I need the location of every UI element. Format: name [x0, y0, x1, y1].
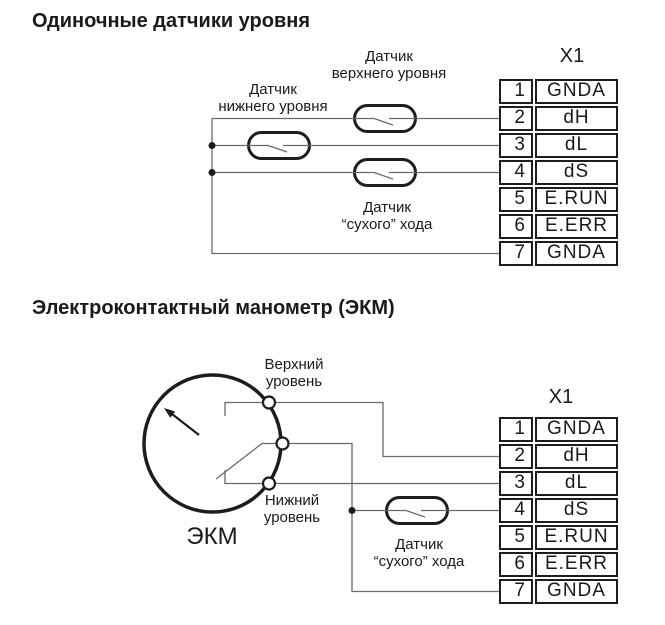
terminal-block-x1-top: 1 GNDA 2 dH 3 dL 4 dS 5 E.RUN 6 E.ERR 7 …	[499, 79, 618, 268]
manometer-circuit	[142, 373, 499, 593]
dry-run-switch-icon	[385, 496, 449, 525]
upper-contact-bracket	[224, 401, 269, 416]
terminal-row: 3 dL	[499, 471, 618, 498]
junction-dot	[208, 142, 216, 149]
terminal-row: 4 dS	[499, 498, 618, 525]
dry-run-sensor-label: Датчик “сухого” хода	[373, 536, 465, 570]
gauge-circle-icon	[142, 373, 283, 514]
lower-level-label: Нижний уровень	[263, 492, 321, 526]
terminal-row: 7 GNDA	[499, 241, 618, 268]
terminal-block-x1-bottom: 1 GNDA 2 dH 3 dL 4 dS 5 E.RUN 6 E.ERR 7 …	[499, 417, 618, 606]
upper-level-switch-icon	[353, 104, 417, 133]
terminal-row: 1 GNDA	[499, 417, 618, 444]
single-sensors-circuit	[208, 104, 499, 255]
lower-level-contact-icon	[261, 476, 277, 491]
wire-common-to-gnda	[211, 118, 499, 255]
terminal-row: 5 E.RUN	[499, 525, 618, 552]
terminal-row: 2 dH	[499, 444, 618, 471]
terminal-row: 6 E.ERR	[499, 552, 618, 579]
junction-dot	[208, 169, 216, 176]
upper-level-contact-icon	[261, 395, 277, 410]
lower-sensor-label: Датчик нижнего уровня	[218, 81, 328, 115]
upper-sensor-label: Датчик верхнего уровня	[331, 48, 447, 82]
wire-upper-level-to-dh	[269, 401, 499, 458]
section-title-single-sensors: Одиночные датчики уровня	[32, 10, 311, 32]
dry-run-switch-icon	[353, 158, 417, 187]
common-contact-icon	[275, 436, 290, 451]
gauge-needle-icon	[164, 408, 200, 436]
terminal-block-title: X1	[559, 45, 585, 67]
lower-level-switch-icon	[247, 131, 311, 160]
terminal-row: 4 dS	[499, 160, 618, 187]
terminal-row: 5 E.RUN	[499, 187, 618, 214]
terminal-row: 2 dH	[499, 106, 618, 133]
lower-contact-bracket	[224, 470, 269, 485]
terminal-row: 1 GNDA	[499, 79, 618, 106]
gauge-label: ЭКМ	[186, 523, 238, 550]
junction-dot	[348, 507, 356, 514]
terminal-block-title: X1	[548, 386, 574, 408]
terminal-row: 6 E.ERR	[499, 214, 618, 241]
section-title-manometer: Электроконтактный манометр (ЭКМ)	[32, 297, 395, 319]
terminal-row: 7 GNDA	[499, 579, 618, 606]
terminal-row: 3 dL	[499, 133, 618, 160]
upper-level-label: Верхний уровень	[264, 356, 324, 390]
wire-common-to-gnda	[282, 442, 499, 593]
dry-run-sensor-label: Датчик “сухого” хода	[341, 199, 433, 233]
